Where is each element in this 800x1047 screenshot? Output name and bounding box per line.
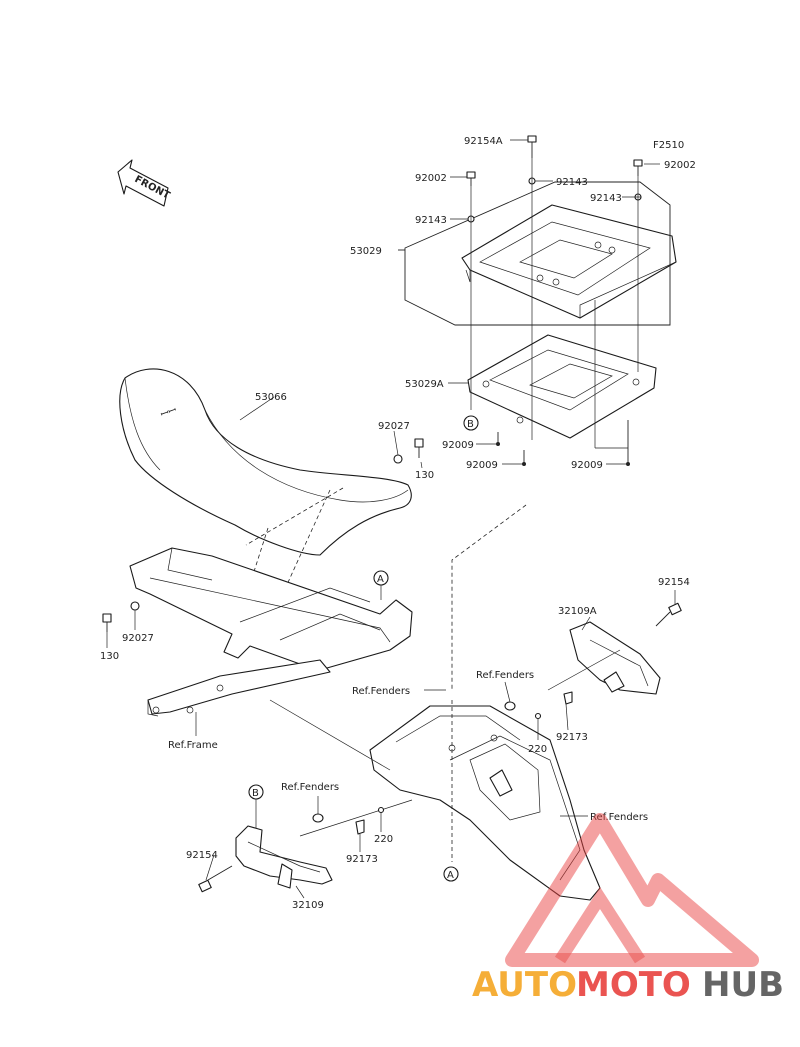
figure-code: F2510 <box>653 140 684 151</box>
watermark-text-moto: MOTO <box>576 965 691 1005</box>
label-92173-right: 92173 <box>556 732 588 743</box>
rear-subframe <box>129 547 413 717</box>
bolt-92154-right-icon <box>655 602 682 627</box>
label-ref-fenders-3: Ref.Fenders <box>281 782 339 793</box>
washer-92027-top-icon <box>393 454 403 464</box>
svg-text:ꟷꟷ: ꟷꟷ <box>159 405 178 421</box>
label-92154-left: 92154 <box>186 850 218 861</box>
bolt-92002-left-icon <box>466 171 476 186</box>
screw-92009-c-icon <box>626 420 630 466</box>
carrier-plate-53029A <box>467 334 657 439</box>
callout-b-upper-label: B <box>467 419 474 430</box>
callout-b-lower: B <box>248 784 264 830</box>
screw-92009-b-icon <box>522 450 526 466</box>
screw-92009-a-icon <box>496 432 500 446</box>
label-92009-a: 92009 <box>442 440 474 451</box>
label-ref-fenders-4: Ref.Fenders <box>590 812 648 823</box>
label-92002-left: 92002 <box>415 173 447 184</box>
bolt-92002-right-icon <box>633 159 643 176</box>
label-220-right: 220 <box>528 744 547 755</box>
label-130-top: 130 <box>415 470 434 481</box>
watermark-triangle-icon <box>505 813 759 967</box>
label-ref-frame: Ref.Frame <box>168 740 218 751</box>
label-92154A: 92154A <box>464 136 503 147</box>
grommet-ref-fenders-right-icon <box>504 701 516 711</box>
bolt-130-top-icon <box>414 438 424 458</box>
automotohub-watermark: AUTO MOTO HUB <box>472 813 784 1005</box>
label-ref-fenders-2: Ref.Fenders <box>352 686 410 697</box>
label-32109A: 32109A <box>558 606 597 617</box>
grab-bar-32109A <box>569 621 661 695</box>
label-92027-bottom: 92027 <box>122 633 154 644</box>
watermark-text-auto: AUTO <box>472 965 577 1005</box>
callout-b-upper: B <box>463 415 479 431</box>
label-92009-c: 92009 <box>571 460 603 471</box>
grommet-ref-fenders-left-icon <box>312 813 324 823</box>
clip-92173-right-icon <box>563 691 573 705</box>
washer-220-right-icon <box>534 712 542 720</box>
label-92009-b: 92009 <box>466 460 498 471</box>
label-53029: 53029 <box>350 246 382 257</box>
callout-a-upper-label: A <box>377 574 384 585</box>
label-92154-right: 92154 <box>658 577 690 588</box>
label-92143-right: 92143 <box>590 193 622 204</box>
callout-a-lower: A <box>443 866 459 882</box>
label-92002-right: 92002 <box>664 160 696 171</box>
front-arrow-icon: FRONT <box>117 159 172 207</box>
seat-53066: ꟷꟷ <box>119 368 412 556</box>
label-92173-left: 92173 <box>346 854 378 865</box>
label-92143-center: 92143 <box>556 177 588 188</box>
clip-92173-left-icon <box>355 819 365 835</box>
label-53066: 53066 <box>255 392 287 403</box>
callout-b-lower-label: B <box>252 788 259 799</box>
washer-92027-bottom-icon <box>130 601 140 611</box>
label-53029A: 53029A <box>405 379 444 390</box>
label-32109: 32109 <box>292 900 324 911</box>
label-92027-top: 92027 <box>378 421 410 432</box>
rear-fender <box>369 705 601 901</box>
label-ref-fenders-1: Ref.Fenders <box>476 670 534 681</box>
callout-a-lower-label: A <box>447 870 454 881</box>
bolt-130-bottom-icon <box>102 613 112 632</box>
label-130-bottom: 130 <box>100 651 119 662</box>
washer-220-left-icon <box>377 806 385 814</box>
label-220-left: 220 <box>374 834 393 845</box>
watermark-text-hub: HUB <box>702 965 784 1005</box>
grab-bar-32109 <box>235 825 333 889</box>
rear-carrier-53029 <box>461 204 677 319</box>
bolt-92154A-icon <box>527 135 537 158</box>
callout-a-upper: A <box>373 570 389 600</box>
bolt-92154-left-icon <box>198 865 233 893</box>
label-92143-left: 92143 <box>415 215 447 226</box>
